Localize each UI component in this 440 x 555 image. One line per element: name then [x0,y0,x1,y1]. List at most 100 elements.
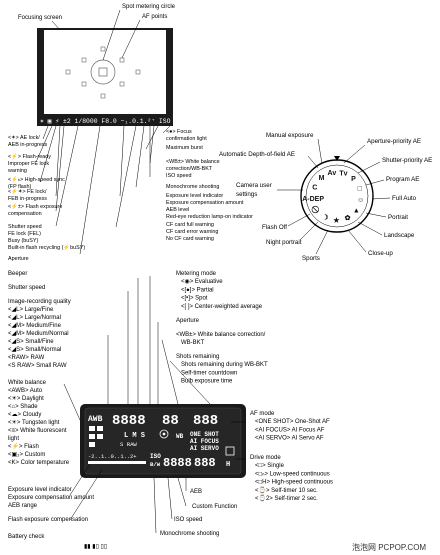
viewfinder-readout: ✶ ▣ ⚡ ±2 1/8000 F8.0 −₁.0.1.²⁺ ISO 888 ● [40,118,194,125]
lcd-right-0-0: Metering mode [176,271,217,277]
lcd-aperture-digits: 88 [162,413,179,429]
label-aperture-priority: Aperture-priority AE [367,138,421,145]
vf-left-0-0: <✶> AE lock/ [8,135,40,141]
vf-right-4-0: Monochrome shooting [166,184,219,190]
lcd-left-3-7: light [8,436,19,442]
mode-dial-icon: □ [358,186,363,193]
lcd-right-3-0: Shots remaining [176,354,219,360]
vf-left-5-1: FE lock (FEL) [8,231,41,237]
mode-dial-icon: Av [328,170,337,177]
vf-left-1-0: <⚡> Flash-ready [8,153,51,160]
viewfinder-left-labels: <✶> AE lock/AEB in-progress <⚡> Flash-rea… [7,135,85,262]
mode-dial-icon: A-DEP [302,196,324,203]
lcd-left-1-0: Shutter speed [8,285,45,291]
lcd-left-3-0: White balance [8,380,47,386]
lcd-right-3-3: Bulb exposure time [181,379,233,385]
lcd-left-3-5: <☀> Tungsten light [8,419,60,426]
af-points [65,46,141,99]
label-manual-exposure: Manual exposure [266,132,314,139]
lcd-left-3-4: <☁> Cloudy [8,412,41,418]
label-spot-metering-circle: Spot metering circle [122,4,176,10]
label-program-ae: Program AE [386,176,419,183]
vf-left-0-1: AEB in-progress [8,142,48,148]
lcd-left-2-8: <S RAW> Small RAW [8,363,67,369]
label-iso-speed: ISO speed [174,517,202,523]
lcd-bw-label: B/W [150,461,161,468]
lcd-left-3-8: <⚡> Flash [8,442,39,450]
lcd-awb: AWB [88,415,103,424]
lcd-left-6-0: Battery check [8,534,45,540]
label-night-portrait: Night portrait [266,239,302,246]
lcd-left-2-0: Image-recording quality [8,299,71,305]
lcd-iso-digits: 8888 [163,456,192,470]
center-af-point [98,67,108,77]
lcd-left-2-3: <◢M> Medium/Fine [8,323,62,329]
mode-dial-icon: ▲ [353,208,360,215]
viewfinder-leaders [35,125,171,255]
label-auto-dof: Automatic Depth-of-field AE [219,151,295,158]
lcd-metering-glyph-dot [162,432,166,436]
lcd-raw-label: S RAW [120,441,137,448]
mode-dial-index-mark [334,156,340,161]
mode-dial-icon: ☺ [357,197,364,204]
lcd-right-3-2: Self-timer countdown [181,370,237,376]
label-custom-function: Custom Function [192,504,237,510]
lcd-right-0-2: <[●]> Partial [181,287,214,293]
lcd-af-ai-focus: AI FOCUS [190,438,219,445]
mode-dial-rim [305,164,369,228]
label-flash-off: Flash Off [262,224,287,231]
label-monochrome-shooting: Monochrome shooting [160,531,219,537]
lcd-section: AWB 8888 88 888 L M S WB ONE SHOT AI FOC… [8,271,333,550]
lcd-left-3-1: <AWB> Auto [8,388,43,394]
lcd-left-0-0: Beeper [8,271,27,277]
label-sports: Sports [302,255,320,262]
vf-left-5-0: Shutter speed [8,224,42,230]
vf-left-4-0: <⚡±> Flash exposure [8,203,62,210]
lcd-iso-label: ISO [150,453,161,460]
lcd-left-4-0: Exposure level indicator [8,487,72,493]
lcd-left-2-6: <◢S> Small/Normal [8,347,61,353]
lcd-left-4-1: Exposure compensation amount [8,495,94,501]
vf-left-5-2: Busy (buSY) [8,238,38,244]
lcd-exposure-scale: -2..1..0..1..2+ [88,454,146,464]
lcd-left-2-1: <◢L> Large/Fine [8,307,54,313]
mode-dial-icon: ★ [333,217,340,225]
lcd-right-5-0: Drive mode [250,455,281,461]
lcd-left-4-2: AEB range [8,503,38,509]
vf-left-2-0: <⚡ₕ> High-speed sync [8,176,65,183]
lcd-leaders [63,276,246,534]
lcd-drive-icon [225,446,235,456]
lcd-right-4-2: <AI FOCUS> AI Focus AF [255,427,325,433]
vf-right-0-1: confirmation light [166,136,207,142]
vf-left-5-3: Built-in flash recycling (⚡buSY) [8,244,85,251]
lcd-left-3-6: <≡> White fluorescent [8,428,67,434]
label-aeb: AEB [190,489,202,495]
lcd-right-2-1: WB-BKT [181,340,205,346]
lcd-right-5-4: <⌚> Self-timer 10 sec. [255,486,318,494]
label-camera-user-2: settings [236,191,257,198]
lcd-wb-icons [89,426,103,447]
viewfinder-readout-bar [37,114,173,126]
mode-dial-icon: C [312,184,317,191]
lcd-burst-digits: 888 [194,456,216,470]
vf-right-2-1: correction/WB-BKT [166,166,213,172]
vf-left-2-1: (FP flash) [8,184,31,190]
battery-icons: ▮▮ ▮▯ ▯▯ [84,544,107,550]
lcd-right-3-1: Shots remaining during WB-BKT [181,362,268,368]
label-full-auto: Full Auto [392,195,417,202]
lcd-drive-h: H [226,461,230,469]
vf-right-3-0: ISO speed [166,173,191,179]
lcd-af-modes: ONE SHOT AI FOCUS AI SERVO [190,431,219,452]
lcd-shutter-digits: 8888 [112,413,146,429]
label-landscape: Landscape [384,232,415,239]
lcd-right-labels: Metering mode<◉> Evaluative<[●]> Partial… [176,271,333,502]
mode-dial-icon: Tv [339,170,347,177]
vf-left-1-1: Improper FE lock [8,161,49,167]
mode-dial-leaders [277,138,391,255]
vf-left-1-2: warning [7,168,27,174]
watermark: 泡泡网 PCPOP.COM [352,542,426,552]
